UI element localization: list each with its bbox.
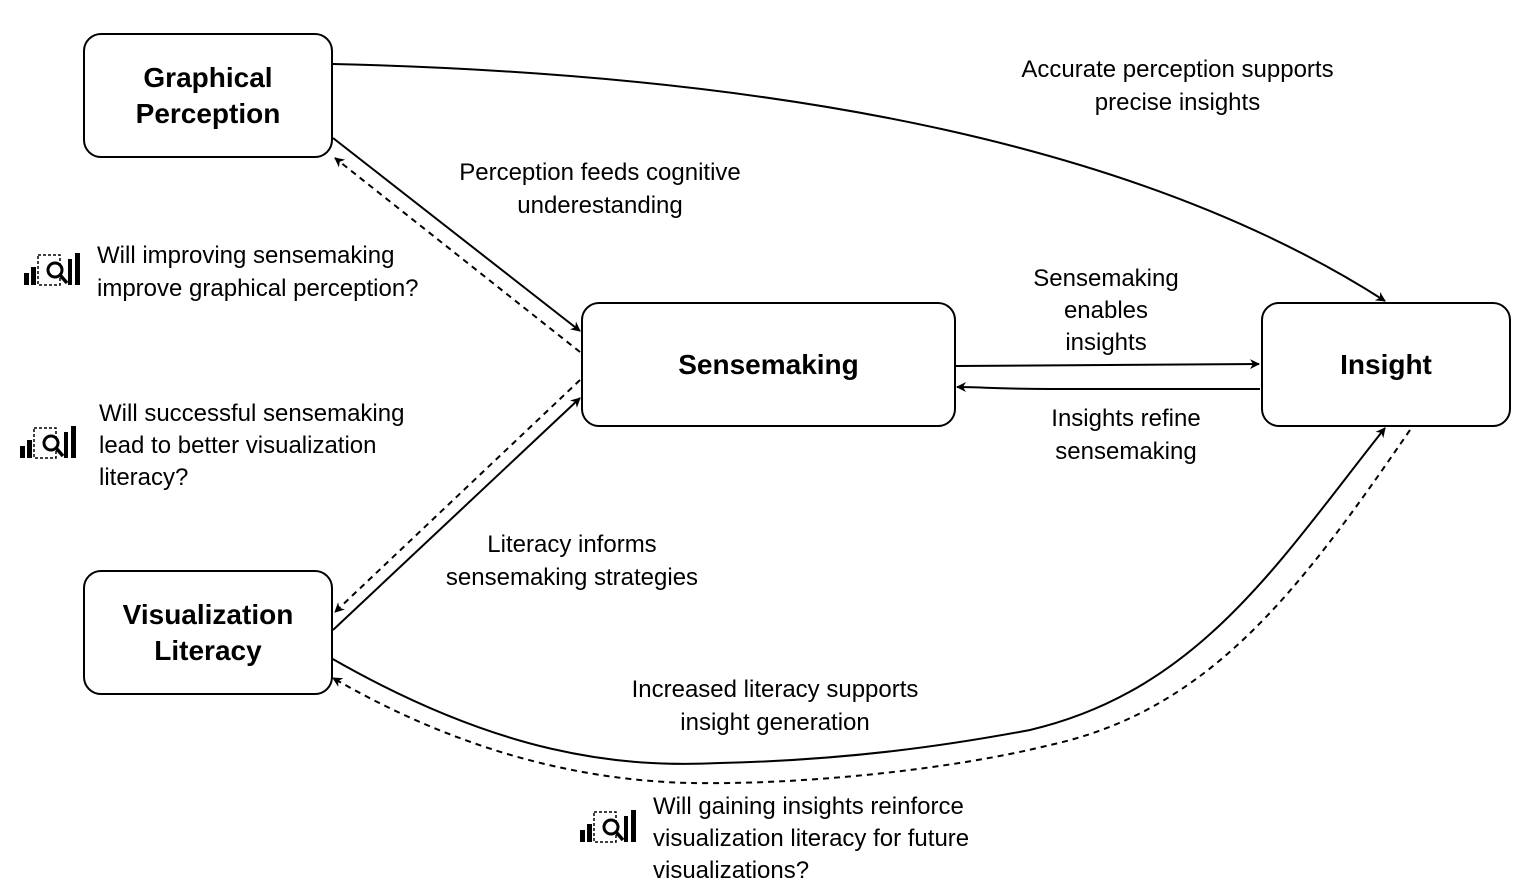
edge-insight-to-sensemaking [956,382,1260,393]
node-visualization-literacy-label: Visualization Literacy [122,598,294,666]
node-insight: Insight [1261,302,1511,427]
label-literacy-to-insight: Increased literacy supports insight gene… [631,676,919,736]
node-sensemaking: Sensemaking [581,302,956,427]
node-graphical-perception: Graphical Perception [83,33,333,158]
label-perception-to-insight: Accurate perception supports precise ins… [1021,56,1334,116]
edge-literacy-to-sensemaking [332,397,581,631]
label-perception-to-sensemaking: Perception feeds cognitive underestandin… [459,159,741,219]
label-insight-to-sensemaking: Insights refine sensemaking [1051,405,1201,465]
edge-literacy-to-insight [330,427,1386,765]
edge-perception-to-insight [332,63,1386,302]
chart-magnifier-icon [580,810,636,843]
chart-magnifier-icon [20,426,76,459]
node-visualization-literacy: Visualization Literacy [83,570,333,695]
node-graphical-perception-label: Graphical Perception [135,61,281,129]
edge-q-insight-to-literacy [332,429,1411,785]
question-3-text: Will gaining insights reinforce visualiz… [653,793,970,884]
question-2-text: Will successful sensemaking lead to bett… [99,400,405,491]
edge-q-sensemaking-to-perception [334,157,581,353]
node-sensemaking-label: Sensemaking [678,348,859,380]
label-literacy-to-sensemaking: Literacy informs sensemaking strategies [445,531,699,591]
edge-sensemaking-to-insight [955,359,1260,370]
node-insight-label: Insight [1340,348,1432,380]
edge-q-sensemaking-to-literacy [334,379,581,613]
question-1-text: Will improving sensemaking improve graph… [97,242,419,302]
edge-perception-to-sensemaking [332,137,581,332]
label-sensemaking-to-insight: Sensemaking enables insights [1033,265,1179,356]
chart-magnifier-icon [24,253,80,286]
